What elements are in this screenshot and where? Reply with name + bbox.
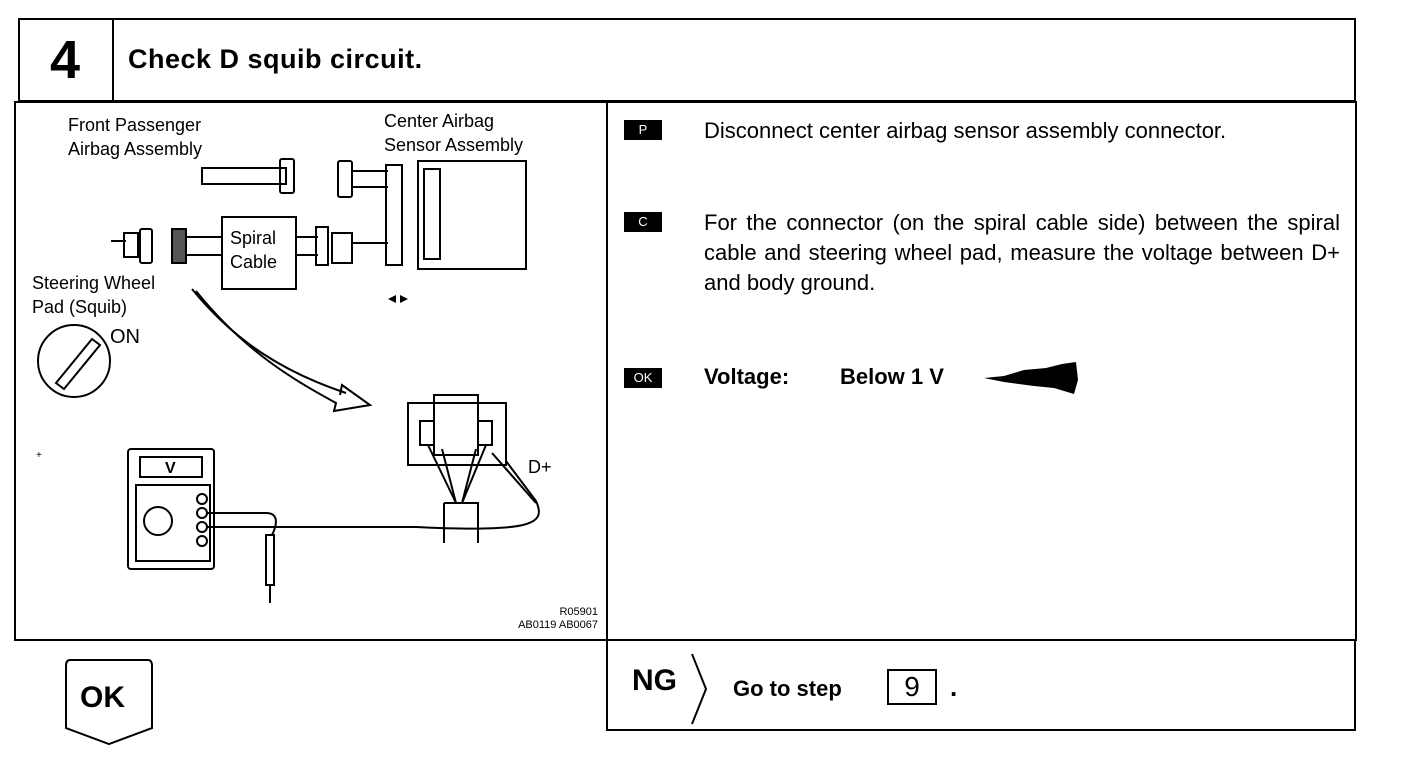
spiral-cable-box <box>221 216 297 290</box>
label-pad-squib: Pad (Squib) <box>32 297 128 317</box>
tag-p: P <box>624 120 662 140</box>
reference-code-1: R05901 <box>559 606 598 618</box>
spiral-connector-a <box>315 226 329 266</box>
squib-plug <box>139 228 153 264</box>
label-front-passenger: Front Passenger <box>68 115 202 135</box>
reference-code: R05901 AB0119 AB0067 <box>470 606 598 632</box>
negative-lead <box>207 512 277 536</box>
tag-c: C <box>624 212 662 232</box>
label-front-passenger-2: Airbag Assembly <box>68 139 203 159</box>
sensor-side-connector <box>385 164 403 266</box>
d-plus-probe <box>491 452 537 504</box>
meter-unit: V <box>165 460 176 477</box>
callout-arrow <box>195 290 373 413</box>
tag-ok: OK <box>624 368 662 388</box>
callout-curve <box>191 288 347 394</box>
ignition-switch <box>37 324 111 398</box>
label-spiral: Spiral <box>230 228 277 248</box>
negative-probe <box>265 534 275 586</box>
multimeter-display <box>139 456 203 478</box>
label-steering-wheel: Steering Wheel <box>32 273 156 293</box>
ng-label: NG <box>632 664 677 697</box>
passenger-connector-body <box>201 167 287 185</box>
voltage-value: Below 1 V <box>840 364 944 389</box>
wire-bundle <box>427 444 487 504</box>
instruction-c: For the connector (on the spiral cable s… <box>704 210 1340 295</box>
ok-label: OK <box>80 681 125 714</box>
squib-shaded-connector <box>171 228 187 264</box>
voltage-label: Voltage: <box>704 364 790 389</box>
ignition-key <box>54 337 102 391</box>
label-center-airbag-2: Sensor Assembly <box>384 135 524 155</box>
label-d-plus: D+ <box>528 457 552 477</box>
goto-period: . <box>950 672 958 702</box>
ng-chevron-icon <box>691 653 708 725</box>
label-center-airbag: Center Airbag <box>384 111 495 131</box>
label-on: ON <box>110 326 140 348</box>
ng-panel <box>606 640 1356 731</box>
multimeter-body <box>127 448 215 570</box>
test-connector <box>407 402 507 466</box>
pointing-hand-icon <box>984 362 1078 394</box>
spiral-connector-b <box>331 232 353 264</box>
squib-pin <box>123 232 139 258</box>
step-number: 4 <box>18 18 114 102</box>
step-title: Check D squib circuit. <box>128 44 423 74</box>
center-sensor-body <box>417 160 527 270</box>
goto-step-box[interactable]: 9 <box>887 669 937 705</box>
reference-code-2: AB0119 AB0067 <box>518 619 598 631</box>
passenger-connector-plug <box>279 158 295 194</box>
multimeter-dial <box>143 506 173 536</box>
goto-text: Go to step <box>733 676 842 701</box>
instruction-p: Disconnect center airbag sensor assembly… <box>704 118 1227 143</box>
multimeter-panel <box>135 484 211 562</box>
wiring-illustration: + <box>36 158 540 603</box>
svg-text:+: + <box>36 450 42 461</box>
label-cable: Cable <box>230 252 278 272</box>
center-sensor-connector <box>423 168 441 260</box>
positive-lead <box>207 460 540 530</box>
ok-arrow-icon <box>65 659 153 746</box>
column-divider <box>606 101 608 731</box>
sensor-plug <box>337 160 353 198</box>
main-panel <box>14 101 1357 641</box>
